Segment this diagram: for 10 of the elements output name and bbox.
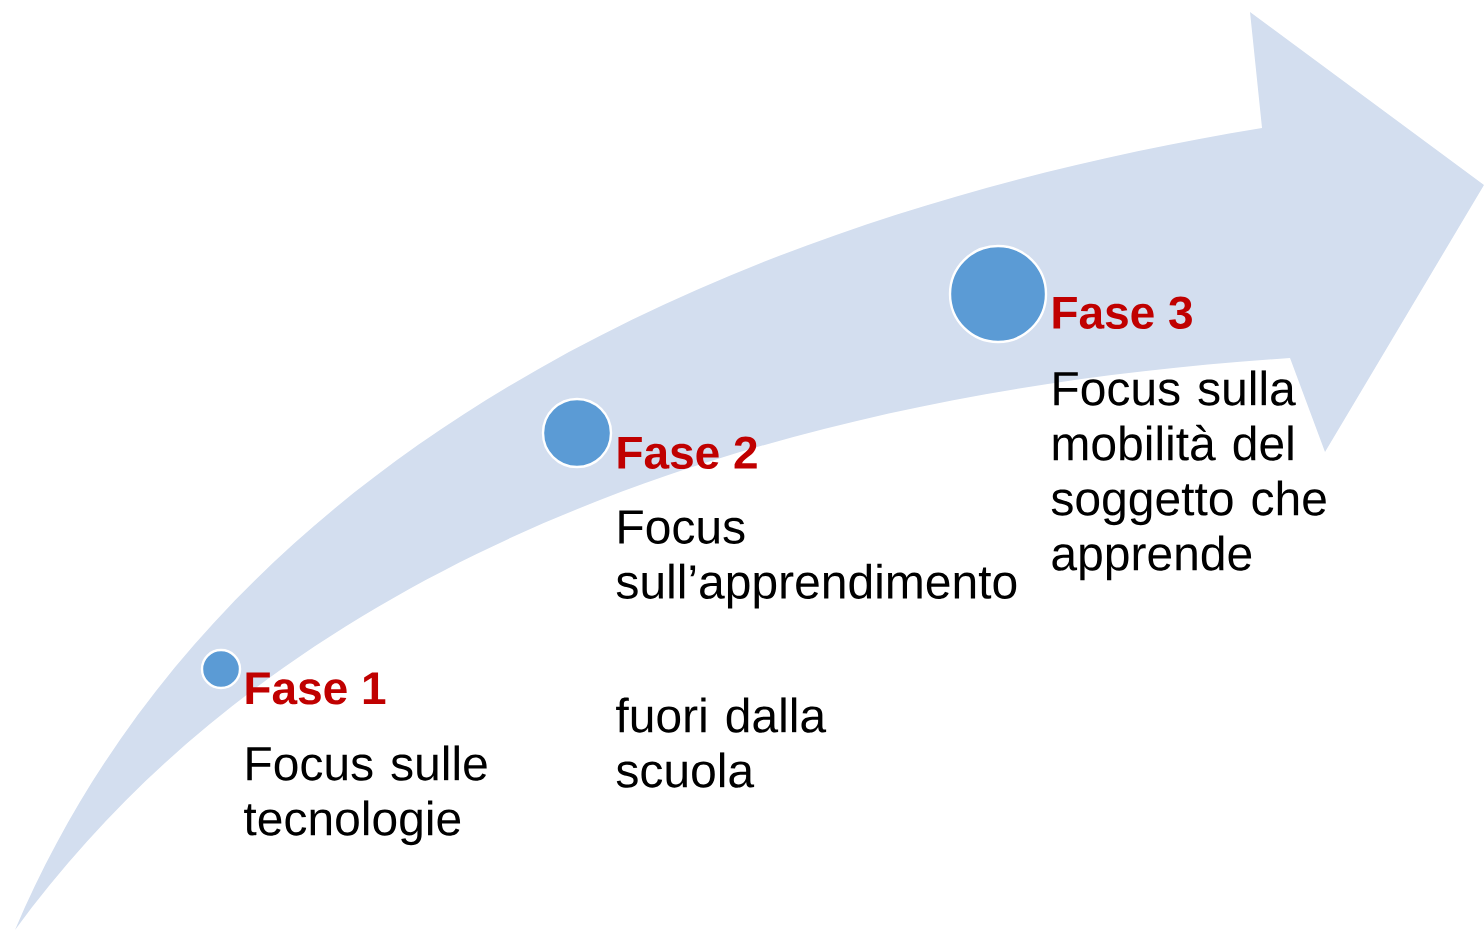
phase-title: Fase 1 [246,672,386,705]
circle-marker [541,397,613,469]
phase-title: Fase 3 [1053,296,1192,330]
description-text: Focus sulle tecnologie [244,745,487,846]
description-text: fuori dalla scuola [616,697,827,788]
circle-marker [200,648,242,690]
description-text: Focus sull’apprendimento [616,510,1017,609]
description-text: Focus sulla mobilità del soggetto che apprende [1051,370,1326,581]
circle-marker [948,244,1048,344]
phase-title: Fase 2 [618,436,757,469]
